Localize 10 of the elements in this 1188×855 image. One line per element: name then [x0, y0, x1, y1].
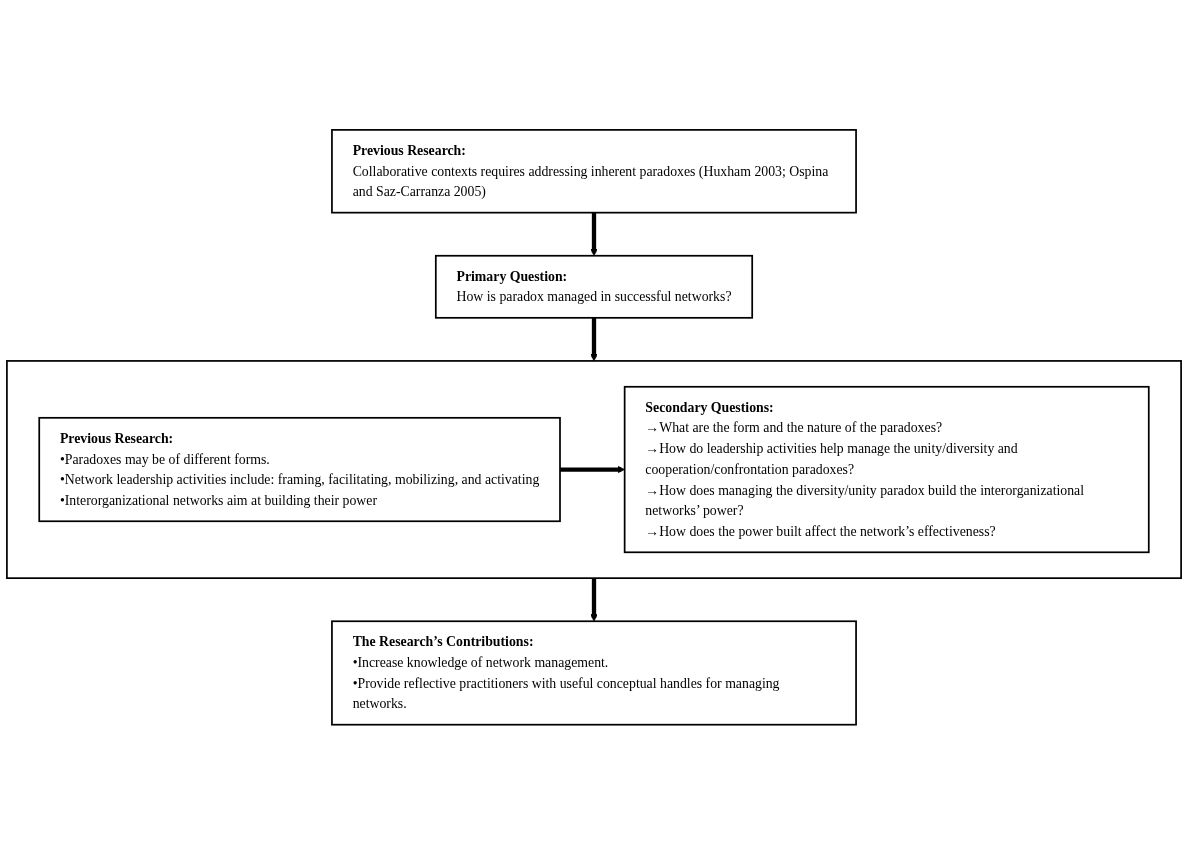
node-box: Secondary Questions: →What are the form and the nature of the paradoxes? →How do leadership activities help manage the unity/diversity and cooperation/confrontation paradoxes? →How does managing the diversity/unity paradox build the interorganizational networks’ power? →How does the power built affect the network’s effectiveness?	[623, 386, 1150, 554]
cluster	[6, 360, 1182, 580]
node-box: Previous Research: •Paradoxes may be of different forms. •Network leadership activities include: framing, facilitating, mobilizing, and activating •Interorganizational networks aim at building their power	[38, 417, 561, 523]
node-box: The Research’s Contributions: •Increase knowledge of network management. •Provide reflective practitioners with useful conceptual handles for managing networks.	[331, 620, 857, 726]
arrow	[590, 212, 598, 257]
arrow	[560, 465, 625, 474]
arrow	[590, 318, 598, 362]
node-box: Previous Research: Collaborative contexts requires addressing inherent paradoxes (Huxham 2003; Ospina and Saz-Carranza 2005)	[331, 129, 857, 214]
node-box: Primary Question: How is paradox managed in successful networks?	[434, 255, 754, 319]
arrow	[590, 578, 598, 622]
